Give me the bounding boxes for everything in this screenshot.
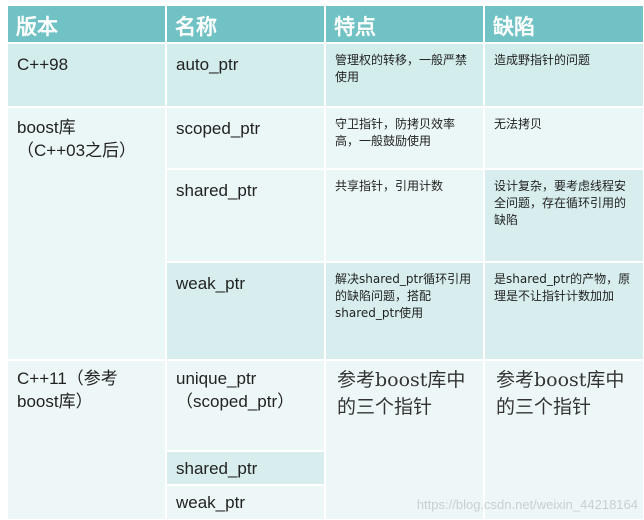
version-cpp11-line2: boost库） bbox=[17, 392, 93, 411]
cell-feature-scoped-ptr: 守卫指针，防拷贝效率高，一般鼓励使用 bbox=[325, 107, 484, 169]
header-version: 版本 bbox=[7, 5, 166, 43]
cell-feature-cpp11: 参考boost库中的三个指针 bbox=[325, 360, 484, 520]
cell-feature-shared-ptr: 共享指针，引用计数 bbox=[325, 169, 484, 262]
cell-feature-auto-ptr: 管理权的转移，一般严禁使用 bbox=[325, 43, 484, 107]
header-feature: 特点 bbox=[325, 5, 484, 43]
cell-defect-weak-ptr: 是shared_ptr的产物，原理是不让指针计数加加 bbox=[484, 262, 644, 360]
unique-ptr-line2: （scoped_ptr） bbox=[176, 392, 295, 411]
cell-name-auto-ptr: auto_ptr bbox=[166, 43, 325, 107]
cell-name-unique-ptr: unique_ptr （scoped_ptr） bbox=[166, 360, 325, 451]
cell-version-cpp11: C++11（参考 boost库） bbox=[7, 360, 166, 520]
cell-defect-auto-ptr: 造成野指针的问题 bbox=[484, 43, 644, 107]
header-defect: 缺陷 bbox=[484, 5, 644, 43]
unique-ptr-line1: unique_ptr bbox=[176, 369, 257, 388]
cell-name-weak-ptr-cpp11: weak_ptr bbox=[166, 485, 325, 520]
cell-name-weak-ptr: weak_ptr bbox=[166, 262, 325, 360]
cell-name-shared-ptr-cpp11: shared_ptr bbox=[166, 451, 325, 485]
cell-name-shared-ptr: shared_ptr bbox=[166, 169, 325, 262]
cell-version-cpp98: C++98 bbox=[7, 43, 166, 107]
cell-version-boost: boost库 （C++03之后） bbox=[7, 107, 166, 360]
cell-feature-weak-ptr: 解决shared_ptr循环引用的缺陷问题，搭配shared_ptr使用 bbox=[325, 262, 484, 360]
watermark-url: https://blog.csdn.net/weixin_44218164 bbox=[416, 497, 638, 512]
cell-name-scoped-ptr: scoped_ptr bbox=[166, 107, 325, 169]
cell-defect-shared-ptr: 设计复杂，要考虑线程安全问题，存在循环引用的缺陷 bbox=[484, 169, 644, 262]
version-cpp11-line1: C++11（参考 bbox=[17, 369, 118, 388]
cell-defect-scoped-ptr: 无法拷贝 bbox=[484, 107, 644, 169]
version-boost-line1: boost库 bbox=[17, 118, 76, 137]
cell-defect-cpp11: 参考boost库中的三个指针 bbox=[484, 360, 644, 520]
version-boost-line2: （C++03之后） bbox=[17, 141, 137, 160]
header-name: 名称 bbox=[166, 5, 325, 43]
